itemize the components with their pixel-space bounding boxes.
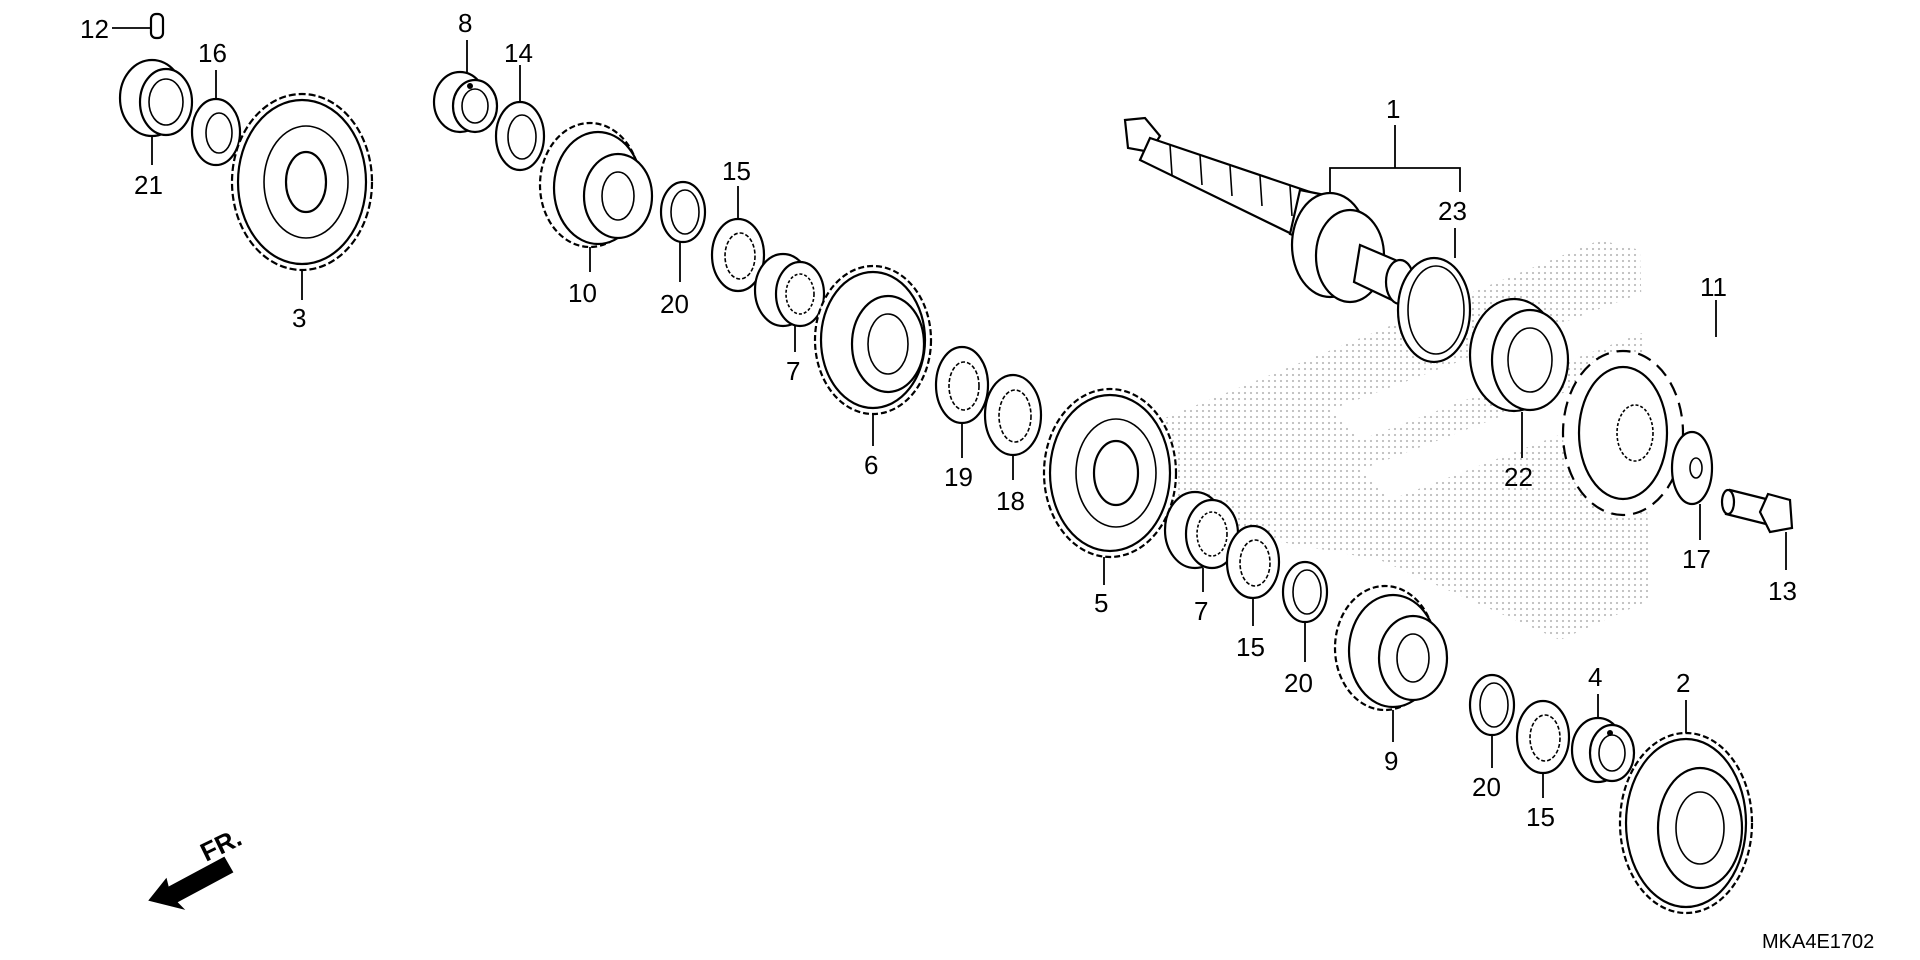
part-22-oil-seal	[1468, 297, 1570, 413]
part-20-circlip-a	[659, 180, 707, 244]
callout-15-c: 15	[1526, 802, 1555, 832]
part-16-washer	[190, 97, 242, 167]
callout-6: 6	[864, 450, 878, 480]
part-8-collar	[432, 70, 499, 134]
part-4-collar	[1570, 716, 1636, 784]
part-2-gear	[1618, 731, 1754, 915]
callout-20-a: 20	[660, 289, 689, 319]
part-17-washer	[1670, 430, 1714, 506]
leader-lines	[112, 27, 1787, 798]
part-1-mainshaft	[1123, 116, 1416, 306]
part-6-gear	[813, 264, 933, 416]
part-15-splined-washer-a	[710, 217, 766, 293]
callout-23: 23	[1438, 196, 1467, 226]
part-15-splined-washer-c	[1515, 699, 1571, 775]
part-21-needle-bearing	[118, 58, 194, 138]
callout-12: 12	[80, 14, 109, 44]
callout-labels: 12 21 16 3 8 14 10 20 15 7 6 19 18 5 7 1…	[80, 8, 1797, 832]
callout-22: 22	[1504, 462, 1533, 492]
part-14-washer	[494, 100, 546, 172]
callout-17: 17	[1682, 544, 1711, 574]
callout-14: 14	[504, 38, 533, 68]
callout-2: 2	[1676, 668, 1690, 698]
callout-7-a: 7	[786, 356, 800, 386]
callout-15-b: 15	[1236, 632, 1265, 662]
callout-1: 1	[1386, 94, 1400, 124]
callout-13: 13	[1768, 576, 1797, 606]
callout-9: 9	[1384, 746, 1398, 776]
part-10-gear	[538, 121, 654, 249]
front-marker-label: FR.	[195, 822, 246, 867]
callout-3: 3	[292, 303, 306, 333]
part-20-circlip-c	[1468, 673, 1516, 737]
callout-11: 11	[1700, 272, 1727, 302]
part-11-drive-sprocket	[1561, 349, 1685, 517]
callout-21: 21	[134, 170, 163, 200]
part-7-needle-bearing-b	[1163, 490, 1240, 570]
part-3-gear	[230, 92, 374, 272]
part-13-bolt	[1720, 488, 1794, 534]
drawing-code: MKA4E1702	[1762, 931, 1874, 953]
callout-16: 16	[198, 38, 227, 68]
callout-7-b: 7	[1194, 596, 1208, 626]
callout-19: 19	[944, 462, 973, 492]
part-19-lock-washer	[934, 345, 990, 425]
part-15-splined-washer-b	[1225, 524, 1281, 600]
part-20-circlip-b	[1281, 560, 1329, 624]
callout-20-b: 20	[1284, 668, 1313, 698]
callout-8: 8	[458, 8, 472, 38]
callout-15-a: 15	[722, 156, 751, 186]
callout-4: 4	[1588, 662, 1602, 692]
callout-10: 10	[568, 278, 597, 308]
part-12-pin	[149, 12, 165, 40]
part-7-needle-bearing-a	[753, 252, 826, 328]
callout-20-c: 20	[1472, 772, 1501, 802]
part-9-gear	[1333, 584, 1449, 712]
callout-5: 5	[1094, 588, 1108, 618]
front-direction-arrow: FR.	[148, 822, 246, 910]
part-18-splined-washer	[983, 373, 1043, 457]
callout-18: 18	[996, 486, 1025, 516]
part-5-gear	[1042, 387, 1178, 559]
part-23-snap-ring	[1396, 256, 1472, 364]
